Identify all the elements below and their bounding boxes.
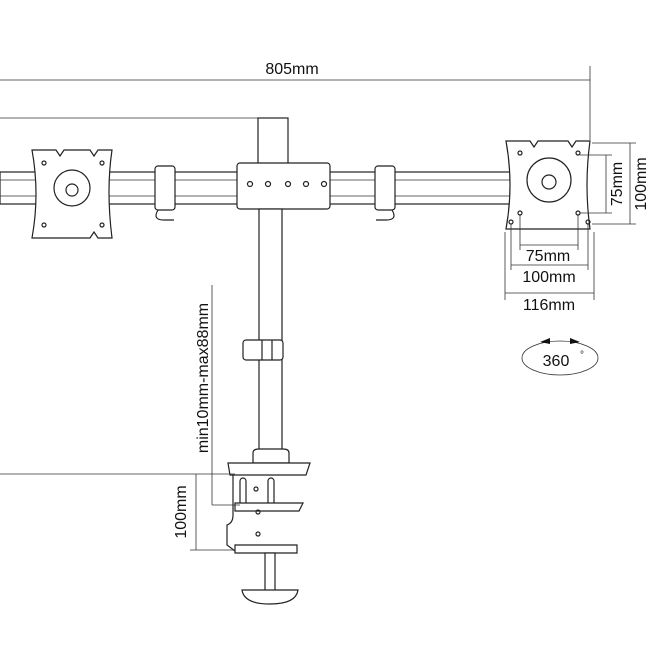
left-vesa-plate xyxy=(31,149,113,239)
width-dimension: 805mm xyxy=(0,61,591,140)
rotation-label: 360 xyxy=(543,353,570,370)
vesa-width-dimensions: 75mm 100mm 116mm xyxy=(504,215,595,314)
plate-width-label: 116mm xyxy=(523,297,575,314)
rotation-arrow-icon xyxy=(570,338,580,344)
vesa-inner-width-label: 75mm xyxy=(526,248,570,265)
rotation-indicator: 360 ° xyxy=(521,338,599,376)
right-vesa-plate xyxy=(505,140,591,230)
pole xyxy=(236,117,331,465)
clamp-height-label: 100mm xyxy=(173,485,190,538)
width-label: 805mm xyxy=(265,61,318,78)
clamp-dimensions: min10mm-max88mm 100mm xyxy=(0,285,240,551)
degree-symbol: ° xyxy=(580,350,584,361)
desk-thickness-label: min10mm-max88mm xyxy=(195,303,212,453)
vesa-height-dimensions: 75mm 100mm xyxy=(580,142,650,225)
rotation-arrow-icon xyxy=(540,338,550,344)
vesa-inner-height-label: 75mm xyxy=(609,162,626,206)
desk-clamp xyxy=(226,462,311,605)
vesa-outer-height-label: 100mm xyxy=(633,157,650,210)
vesa-outer-width-label: 100mm xyxy=(522,269,575,286)
